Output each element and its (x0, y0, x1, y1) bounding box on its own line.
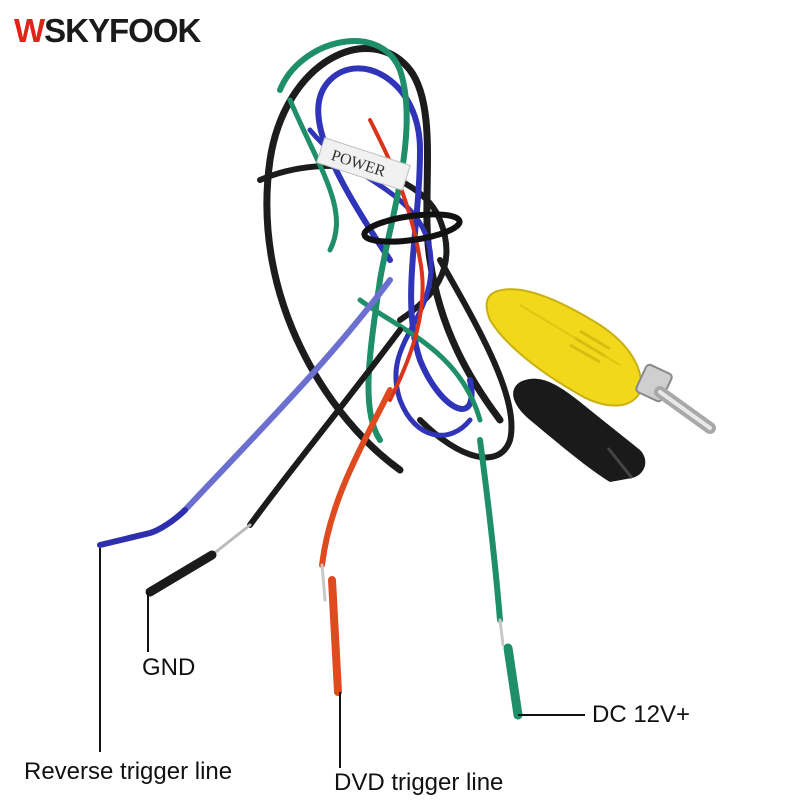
brand-logo-first-letter: W (14, 12, 45, 49)
gnd-wire (247, 327, 403, 528)
gnd-label: GND (142, 654, 196, 681)
dvd-sleeve (328, 576, 342, 696)
cable-tie (361, 211, 463, 245)
rca-connector (485, 288, 716, 434)
reverse-trigger-strip (97, 507, 188, 548)
blue-wire-loop-2 (307, 127, 473, 438)
red-wire-loop (368, 118, 425, 402)
reverse-trigger-label: Reverse trigger line (24, 758, 233, 785)
gnd-sleeve (145, 550, 217, 597)
dvd-trigger-label: DVD trigger line (334, 769, 504, 796)
dc-sleeve (503, 643, 523, 720)
black-connector (513, 378, 646, 482)
brand-logo: WSKYFOOK (14, 12, 201, 49)
dc-power-wire (477, 437, 503, 623)
gnd-strip-wires (210, 523, 252, 557)
brand-logo-rest: SKYFOOK (44, 12, 201, 49)
reverse-trigger-wire (182, 277, 393, 513)
green-wire-loop-2 (287, 97, 483, 423)
black-wire-loop-3 (417, 257, 515, 461)
blue-wire-loop (315, 65, 475, 412)
dc-power-label: DC 12V+ (592, 701, 691, 728)
cable-sleeve: POWER (316, 137, 411, 191)
dvd-strip-wires (320, 563, 327, 602)
dc-strip-wires (498, 618, 505, 647)
dvd-trigger-wire (319, 387, 393, 568)
